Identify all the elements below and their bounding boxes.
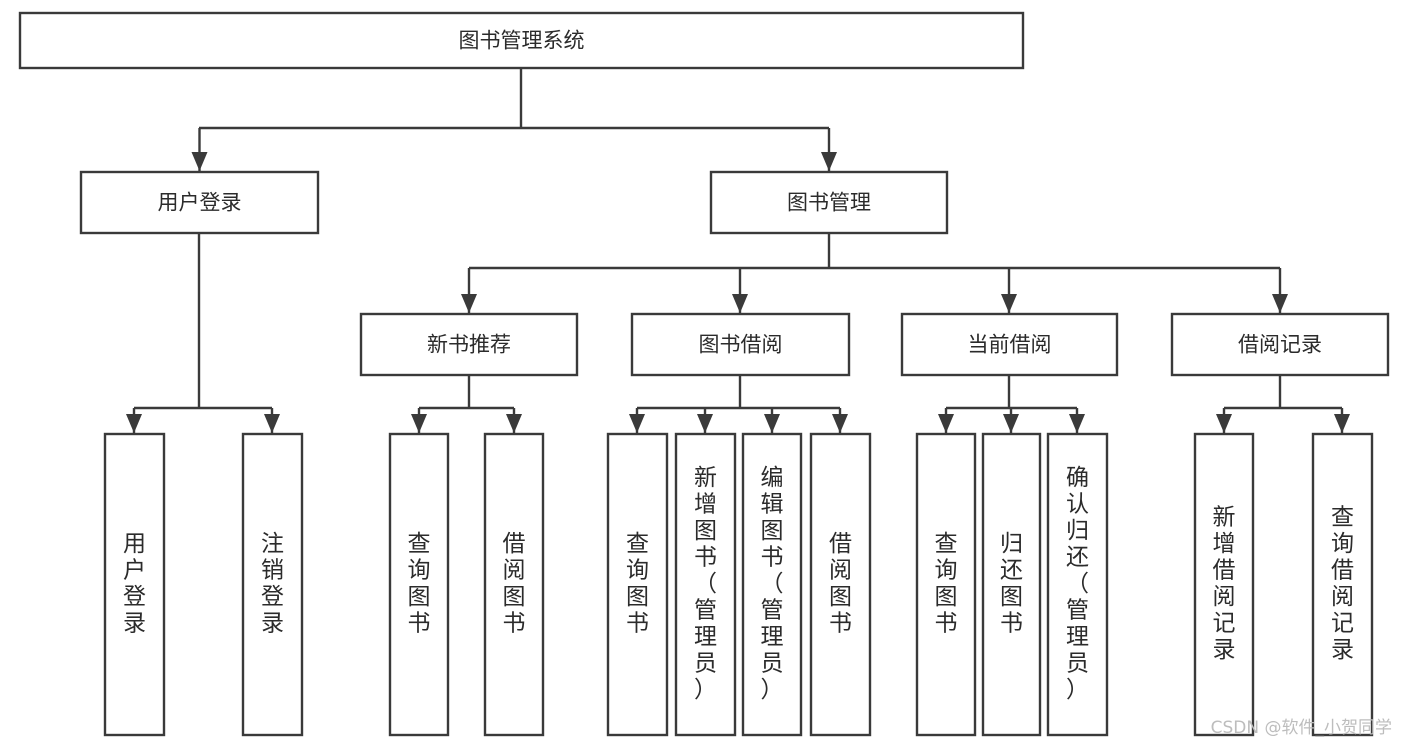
node-leaf-edit-book-label: 编辑图书（管理员） [761,465,784,703]
arrow-head-icon [938,414,954,433]
arrow-head-icon [764,414,780,433]
node-leaf-borrow-book-2[interactable]: 借阅图书 [809,432,872,737]
node-leaf-edit-book-box[interactable] [741,432,803,737]
node-new-book-rec[interactable]: 新书推荐 [359,312,579,377]
node-leaf-query-book-1-label: 查询图书 [408,531,431,637]
node-current-borrow-label: 当前借阅 [968,333,1052,357]
node-leaf-query-book-3-box[interactable] [915,432,977,737]
node-leaf-query-book-2-box[interactable] [606,432,669,737]
arrow-head-icon [1001,294,1017,313]
node-leaf-query-book-3[interactable]: 查询图书 [915,432,977,737]
arrow-head-icon [411,414,427,433]
node-root-label: 图书管理系统 [459,29,585,53]
node-leaf-query-book-1-box[interactable] [388,432,450,737]
arrow-head-icon [1334,414,1350,433]
node-leaf-borrow-book-2-box[interactable] [809,432,872,737]
node-leaf-return-book-box[interactable] [981,432,1042,737]
node-leaf-return-book-label: 归还图书 [1000,531,1023,637]
arrow-head-icon [1272,294,1288,313]
node-root-box[interactable] [18,11,1025,70]
node-leaf-borrow-book-1-label: 借阅图书 [503,531,526,637]
node-current-borrow-box[interactable] [900,312,1119,377]
node-leaf-add-record[interactable]: 新增借阅记录 [1193,432,1255,737]
node-book-borrow-box[interactable] [630,312,851,377]
arrow-head-icon [264,414,280,433]
arrow-head-icon [832,414,848,433]
node-leaf-return-book[interactable]: 归还图书 [981,432,1042,737]
arrow-head-icon [1003,414,1019,433]
node-leaf-logout-box[interactable] [241,432,304,737]
node-leaf-user-login-label: 用户登录 [123,531,146,637]
arrow-head-icon [506,414,522,433]
node-leaf-logout-label: 注销登录 [261,531,284,637]
node-leaf-add-record-label: 新增借阅记录 [1213,505,1236,664]
node-book-manage-label: 图书管理 [787,191,871,215]
node-leaf-borrow-book-2-label: 借阅图书 [829,531,852,637]
node-leaf-edit-book[interactable]: 编辑图书（管理员） [741,432,803,737]
arrow-head-icon [732,294,748,313]
node-new-book-rec-box[interactable] [359,312,579,377]
node-leaf-confirm-return[interactable]: 确认归还（管理员） [1046,432,1109,737]
arrow-head-icon [126,414,142,433]
node-leaf-query-book-2[interactable]: 查询图书 [606,432,669,737]
node-leaf-user-login[interactable]: 用户登录 [103,432,166,737]
node-user-login-box[interactable] [79,170,320,235]
node-leaf-confirm-return-box[interactable] [1046,432,1109,737]
connector-layer [126,68,1350,433]
node-layer: 图书管理系统用户登录图书管理新书推荐图书借阅当前借阅借阅记录用户登录注销登录查询… [18,11,1390,737]
node-leaf-add-book-label: 新增图书（管理员） [694,465,717,703]
node-leaf-add-record-box[interactable] [1193,432,1255,737]
node-book-manage[interactable]: 图书管理 [709,170,949,235]
node-leaf-logout[interactable]: 注销登录 [241,432,304,737]
node-leaf-query-record[interactable]: 查询借阅记录 [1311,432,1374,737]
arrow-head-icon [461,294,477,313]
node-user-login[interactable]: 用户登录 [79,170,320,235]
node-borrow-record-box[interactable] [1170,312,1390,377]
node-leaf-query-book-3-label: 查询图书 [935,531,958,637]
arrow-head-icon [821,152,837,171]
node-leaf-query-book-2-label: 查询图书 [626,531,649,637]
node-book-manage-box[interactable] [709,170,949,235]
arrow-head-icon [1069,414,1085,433]
node-leaf-add-book-box[interactable] [674,432,737,737]
node-new-book-rec-label: 新书推荐 [427,333,511,357]
node-borrow-record-label: 借阅记录 [1238,333,1322,357]
arrow-head-icon [697,414,713,433]
node-leaf-user-login-box[interactable] [103,432,166,737]
arrow-head-icon [191,152,208,171]
node-leaf-query-record-label: 查询借阅记录 [1331,505,1354,664]
node-leaf-confirm-return-label: 确认归还（管理员） [1066,465,1089,703]
node-current-borrow[interactable]: 当前借阅 [900,312,1119,377]
node-root[interactable]: 图书管理系统 [18,11,1025,70]
csdn-watermark: CSDN @软件_小贺同学 [1211,718,1392,738]
node-leaf-borrow-book-1[interactable]: 借阅图书 [483,432,545,737]
node-leaf-add-book[interactable]: 新增图书（管理员） [674,432,737,737]
node-borrow-record[interactable]: 借阅记录 [1170,312,1390,377]
node-leaf-query-book-1[interactable]: 查询图书 [388,432,450,737]
arrow-head-icon [629,414,645,433]
node-leaf-borrow-book-1-box[interactable] [483,432,545,737]
node-leaf-query-record-box[interactable] [1311,432,1374,737]
node-user-login-label: 用户登录 [158,191,242,215]
arrow-head-icon [1216,414,1232,433]
node-book-borrow[interactable]: 图书借阅 [630,312,851,377]
node-book-borrow-label: 图书借阅 [699,333,783,357]
